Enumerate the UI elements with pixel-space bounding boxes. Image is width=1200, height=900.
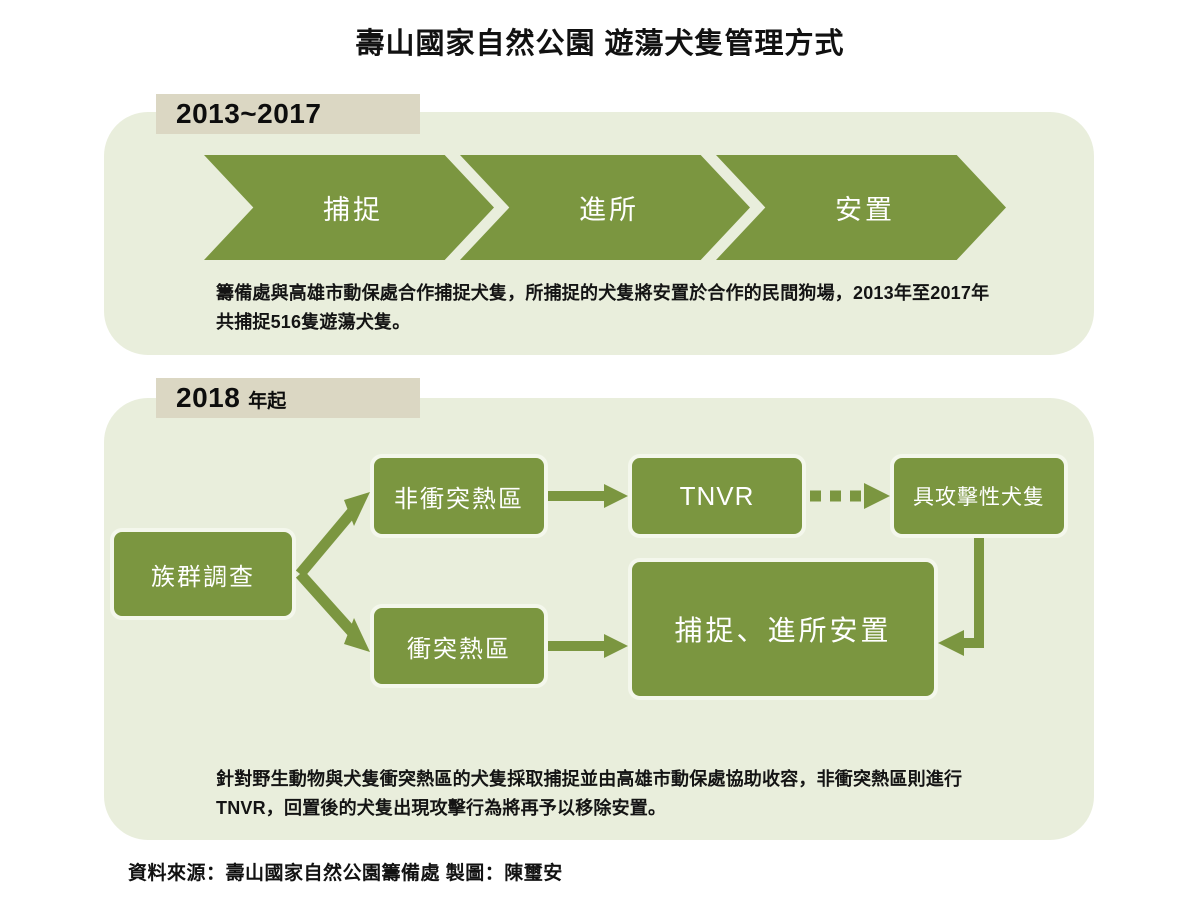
process-step-intake: 進所 [460, 155, 750, 260]
process-step-label: 安置 [835, 195, 895, 225]
flow-node-label: 非衝突熱區 [394, 485, 524, 513]
source-credit: 資料來源：壽山國家自然公園籌備處 製圖：陳璽安 [128, 863, 563, 884]
process-step-label: 捕捉 [323, 195, 383, 225]
arrow-aggressive-to-capture-elbow [938, 538, 984, 656]
arrow-survey-to-hotspot [295, 570, 370, 652]
flow-node-label: 衝突熱區 [407, 635, 511, 663]
flow-node-label: 具攻擊性犬隻 [913, 486, 1045, 509]
section-tag-label: 2018 [176, 382, 241, 413]
arrow-non-hotspot-to-tnvr [548, 484, 628, 508]
flow-node-non-conflict-hotspot: 非衝突熱區 [370, 454, 548, 538]
flow-node-conflict-hotspot: 衝突熱區 [370, 604, 548, 688]
process-chevron-flow: 捕捉 進所 安置 [204, 155, 1006, 260]
flow-node-aggressive-dogs: 具攻擊性犬隻 [890, 454, 1068, 538]
flow-node-population-survey: 族群調查 [110, 528, 296, 620]
flow-node-tnvr: TNVR [628, 454, 806, 538]
arrow-tnvr-to-aggressive-dashed [810, 483, 890, 509]
section-tag-label: 2013~2017 [176, 98, 322, 129]
flow-node-label: 族群調查 [151, 563, 255, 591]
process-step-placement: 安置 [716, 155, 1006, 260]
section-tag-2013-2017: 2013~2017 [156, 94, 420, 134]
page-title: 壽山國家自然公園 遊蕩犬隻管理方式 [355, 28, 845, 60]
section-caption-2013-2017: 籌備處與高雄市動保處合作捕捉犬隻，所捕捉的犬隻將安置於合作的民間狗場，2013年… [216, 283, 990, 332]
process-step-label: 進所 [579, 195, 639, 225]
section-tag-sublabel: 年起 [248, 390, 287, 412]
process-step-capture: 捕捉 [204, 155, 494, 260]
arrow-survey-to-non-hotspot [295, 492, 370, 578]
flow-node-capture-and-shelter: 捕捉、進所安置 [628, 558, 938, 700]
flow-node-label: TNVR [679, 480, 755, 511]
section-caption-2018: 針對野生動物與犬隻衝突熱區的犬隻採取捕捉並由高雄市動保處協助收容，非衝突熱區則進… [216, 769, 963, 818]
section-tag-2018: 2018 年起 [156, 378, 420, 418]
flow-node-label: 捕捉、進所安置 [674, 615, 892, 646]
arrow-hotspot-to-capture [548, 634, 628, 658]
